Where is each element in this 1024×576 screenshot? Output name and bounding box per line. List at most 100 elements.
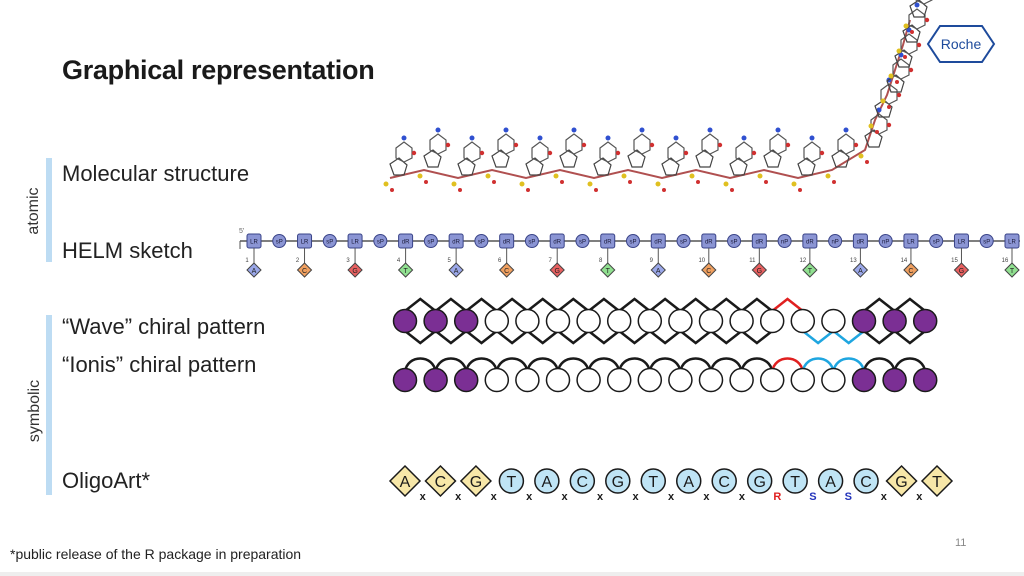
- helm-node-label: sP: [680, 240, 687, 246]
- helm-node-label: LR: [351, 240, 359, 246]
- nucleotide-circle: [729, 367, 754, 393]
- oligoart-circle: [640, 468, 667, 494]
- base-ring: [870, 113, 888, 135]
- oligoart-circle: [675, 468, 702, 494]
- nucleotide-circle: [453, 367, 479, 393]
- ionis-chiral-pattern: [392, 357, 938, 393]
- oligoart-linkage-label: x: [491, 491, 498, 503]
- oxygen-atom: [908, 67, 914, 73]
- helm-base-node: [903, 262, 919, 278]
- oxygen-atom: [785, 142, 791, 148]
- row-label-molecular: Molecular structure: [62, 161, 250, 186]
- base-ring: [429, 133, 447, 155]
- helm-phosphate-node: [423, 234, 438, 248]
- helm-node-label: sP: [326, 240, 333, 246]
- oxygen-atom: [445, 142, 451, 148]
- oxygen-atom: [683, 150, 689, 156]
- wave-link: [404, 297, 437, 345]
- nitrogen-atom: [843, 127, 849, 133]
- phosphorus-atom: [868, 123, 874, 129]
- helm-node-label: dR: [604, 240, 612, 246]
- helm-node-label: LR: [958, 240, 966, 246]
- nitrogen-atom: [707, 127, 713, 133]
- helm-base-node: [448, 262, 464, 278]
- wave-link: [434, 297, 467, 345]
- sugar-ring: [661, 157, 680, 176]
- helm-phosphate-node: [322, 234, 337, 248]
- oxygen-atom: [853, 142, 859, 148]
- helm-phosphate-node: [524, 234, 539, 248]
- base-ring: [531, 141, 549, 163]
- oxygen-atom: [662, 188, 666, 192]
- helm-base-node: [296, 262, 313, 278]
- nucleotide-circle: [545, 308, 571, 334]
- nitrogen-atom: [639, 127, 645, 133]
- nucleotide-circle: [606, 308, 632, 334]
- wave-link: [771, 297, 804, 312]
- nucleotide-circle: [576, 308, 601, 334]
- phosphorus-atom: [621, 173, 627, 179]
- helm-position-number: 13: [850, 258, 857, 264]
- helm-phosphate-node: [626, 234, 640, 248]
- oxygen-atom: [832, 180, 836, 184]
- nucleotide-circle: [392, 367, 418, 393]
- oxygen-atom: [649, 142, 655, 148]
- base-ring: [667, 141, 685, 163]
- oligoart-base-label: C: [577, 474, 589, 491]
- helm-node-label: dR: [553, 240, 561, 246]
- helm-base-node: [701, 262, 717, 278]
- molecular-structure-image: [383, 0, 933, 192]
- helm-position-number: 5: [447, 258, 451, 264]
- helm-base-label: C: [908, 268, 913, 275]
- base-ring: [463, 141, 481, 163]
- helm-phosphate-node: [575, 234, 590, 248]
- sugar-ring: [593, 157, 612, 176]
- phosphorus-atom: [519, 181, 525, 187]
- helm-node-label: LR: [907, 240, 915, 246]
- wave-link: [893, 297, 926, 345]
- oligoart-base-label: T: [932, 474, 942, 491]
- oligoart-linkage-label: x: [420, 491, 427, 503]
- sugar-ring: [763, 149, 782, 168]
- oligoart-base-label: A: [542, 474, 553, 491]
- oligoart-diamond: [920, 464, 954, 498]
- helm-base-label: G: [554, 268, 559, 275]
- helm-node-label: LR: [301, 240, 309, 246]
- helm-base-node: [1004, 262, 1020, 278]
- wave-link: [465, 297, 498, 345]
- phosphorus-atom: [896, 48, 902, 54]
- helm-base-label: A: [454, 268, 459, 275]
- nucleotide-circle: [882, 308, 907, 334]
- page-number: 11: [955, 537, 967, 549]
- symbolic-label: symbolic: [26, 379, 43, 443]
- roche-logo: Roche: [926, 25, 996, 63]
- oligoart-base-label: T: [507, 474, 517, 491]
- nucleotide-circle: [606, 367, 632, 393]
- base-ring: [565, 133, 583, 155]
- helm-base-node: [397, 262, 414, 278]
- helm-node-label: nP: [831, 240, 838, 246]
- helm-base-node: [600, 262, 616, 278]
- helm-node-label: dR: [452, 240, 460, 246]
- oligoart-circle: [534, 468, 560, 494]
- phosphorus-atom: [723, 181, 729, 187]
- nitrogen-atom: [469, 135, 475, 141]
- nucleotide-circle: [851, 367, 877, 393]
- wave-link: [587, 297, 620, 345]
- oxygen-atom: [875, 130, 879, 134]
- sugar-ring: [491, 149, 510, 168]
- oligoart-circle: [711, 468, 737, 494]
- helm-base-label: T: [1010, 268, 1015, 275]
- oligoart-base-label: T: [648, 474, 658, 491]
- oxygen-atom: [916, 42, 922, 48]
- oxygen-atom: [751, 150, 757, 156]
- helm-base-node: [498, 262, 515, 278]
- row-label-oligoart: OligoArt*: [62, 468, 151, 493]
- helm-node-label: sP: [276, 240, 283, 246]
- oligoart-circle: [569, 468, 596, 494]
- wave-link: [710, 297, 743, 345]
- helm-node-label: dR: [654, 240, 662, 246]
- nucleotide-circle: [668, 308, 693, 334]
- helm-base-node: [953, 262, 970, 278]
- oligoart-base-label: A: [683, 474, 694, 491]
